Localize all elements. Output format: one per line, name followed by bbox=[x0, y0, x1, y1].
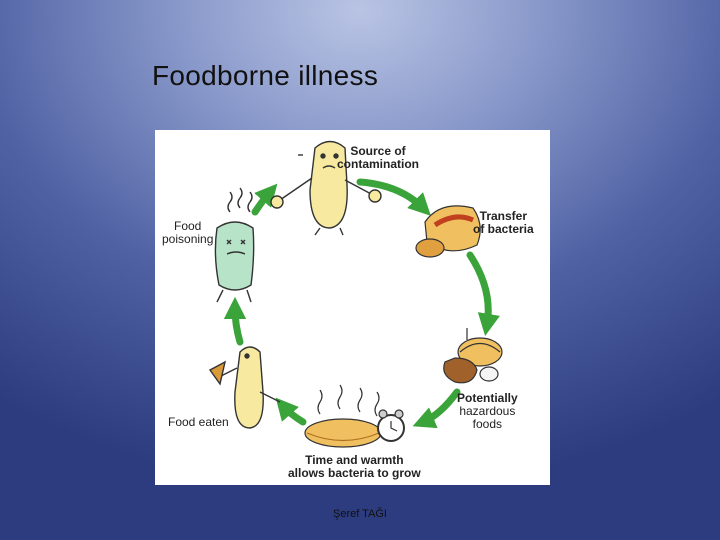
cycle-artwork bbox=[208, 140, 503, 448]
stage-label-hazardous-foods: Potentially hazardous foods bbox=[457, 391, 518, 431]
source-character-icon bbox=[270, 140, 382, 236]
arrow-foods-to-time bbox=[412, 388, 461, 429]
arrow-poisoning-to-source bbox=[251, 183, 278, 216]
slide-title: Foodborne illness bbox=[152, 60, 379, 91]
stage-label-food-eaten: Food eaten bbox=[168, 415, 229, 429]
slide-footer: Şeref TAĞI bbox=[332, 508, 387, 520]
transfer-food-icon bbox=[415, 205, 481, 258]
arrow-source-to-transfer bbox=[356, 178, 431, 216]
arrow-time-to-eaten bbox=[275, 397, 307, 426]
arrow-transfer-to-foods bbox=[466, 251, 500, 337]
food-poisoning-character-icon bbox=[214, 187, 255, 303]
time-warmth-icon bbox=[304, 384, 405, 448]
food-eaten-character-icon bbox=[208, 346, 281, 429]
hazardous-foods-icon bbox=[443, 328, 503, 384]
cycle-arrows bbox=[223, 178, 500, 429]
arrow-eaten-to-poisoning bbox=[223, 296, 247, 346]
